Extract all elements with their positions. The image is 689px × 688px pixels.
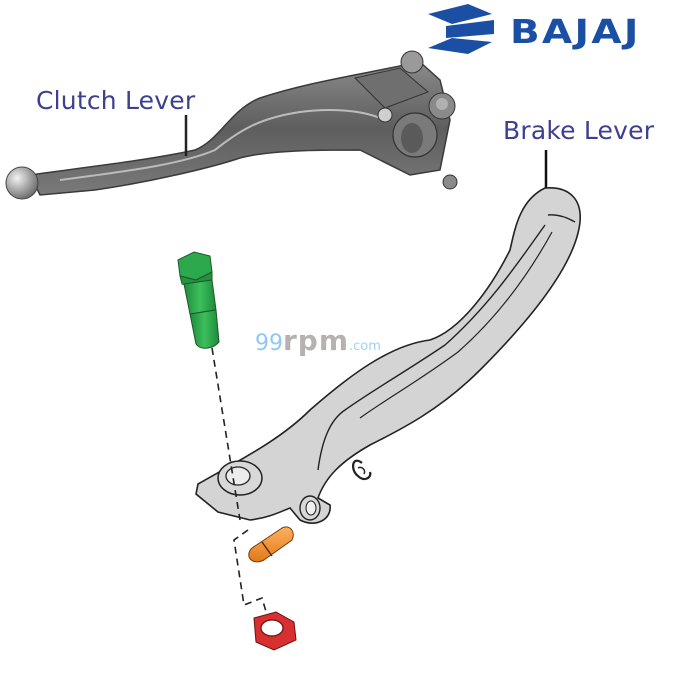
- pivot-bolt-part: [177, 251, 220, 349]
- assembly-guide-lines: [211, 347, 271, 626]
- circlip-part: [352, 459, 372, 481]
- clutch-lever-label: Clutch Lever: [36, 86, 196, 115]
- clutch-lever-part: [5, 50, 458, 200]
- bajaj-logo-icon: [428, 4, 494, 54]
- brake-lever-label: Brake Lever: [503, 116, 655, 145]
- watermark-rpm: rpm: [283, 324, 350, 357]
- watermark-com: .com: [349, 339, 381, 354]
- brake-lever-part: [195, 187, 581, 524]
- watermark-99: 99: [255, 331, 283, 356]
- nut-part: [253, 611, 297, 651]
- watermark: 99rpm.com: [255, 324, 381, 357]
- pin-part: [248, 526, 294, 563]
- brand-wordmark: BAJAJ: [510, 12, 641, 51]
